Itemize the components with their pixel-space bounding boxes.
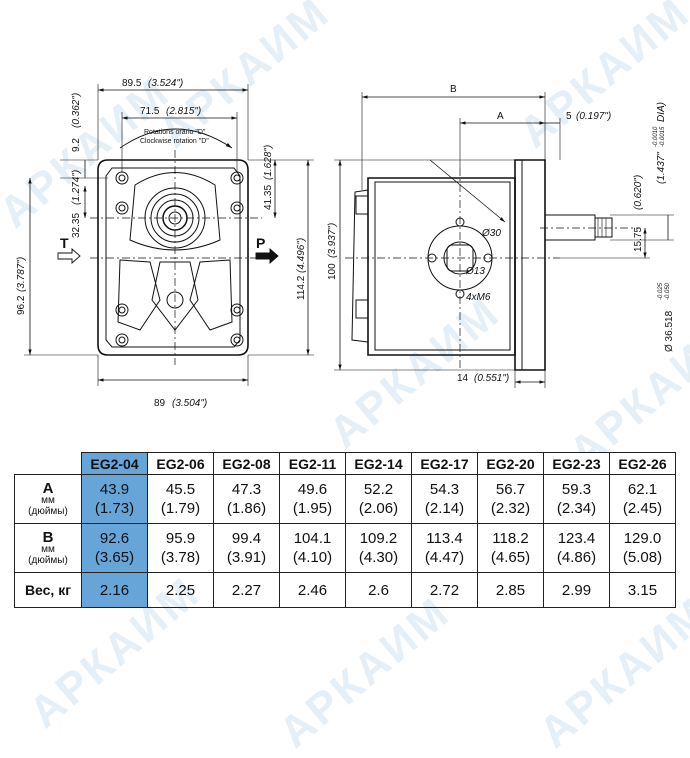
dim-width-overall-in: (3.524") — [148, 78, 183, 89]
dim-a: A — [497, 111, 504, 122]
front-view — [24, 84, 314, 386]
table-cell: 2.27 — [213, 572, 280, 608]
dim-base-width: 89 — [154, 398, 166, 409]
dim-base-in: (0.551") — [474, 373, 509, 384]
table-cell: 45.5(1.79) — [147, 474, 214, 524]
row-b-unit-inch: (дюймы) — [28, 554, 68, 566]
table-cell: 104.1(4.10) — [279, 523, 346, 573]
port-dia-label: Ø30 — [481, 228, 501, 239]
side-view — [334, 92, 674, 388]
model-header: EG2-17 — [411, 452, 478, 475]
table-cell: 47.3(1.86) — [213, 474, 280, 524]
rotation-label-en: Clockwise rotation "D" — [140, 138, 209, 145]
row-b-header: B мм (дюймы) — [14, 523, 82, 573]
table-cell: 49.6(1.95) — [279, 474, 346, 524]
model-header: EG2-08 — [213, 452, 280, 475]
dim-flange-in: (0.197") — [576, 111, 611, 122]
table-cell: 129.0(5.08) — [609, 523, 676, 573]
dim-port-height-in: (1.274") — [71, 170, 82, 205]
table-cell: 2.6 — [345, 572, 412, 608]
row-a-unit-mm: мм — [41, 494, 55, 506]
dim-b: B — [450, 84, 457, 95]
row-b-unit-mm: мм — [41, 543, 55, 555]
table-cell: 3.15 — [609, 572, 676, 608]
table-cell: 99.4(3.91) — [213, 523, 280, 573]
dim-shaft-off-in: (0.620") — [633, 175, 644, 210]
table-cell: 56.7(2.32) — [477, 474, 544, 524]
dim-shaft-tol-lower: -0.050 — [665, 282, 671, 300]
port-inner-label: Ø13 — [465, 266, 485, 277]
dim-height: 100 — [327, 263, 338, 280]
dim-right-offset-in: (1.628") — [263, 145, 274, 180]
model-header: EG2-23 — [543, 452, 610, 475]
dim-bolt-span: 71.5 — [140, 106, 160, 117]
port-t-label: T — [60, 235, 69, 251]
model-header: EG2-06 — [147, 452, 214, 475]
table-cell: 52.2(2.06) — [345, 474, 412, 524]
dim-port-height: 32.35 — [71, 213, 82, 238]
dim-right-height-in: (4.496") — [296, 238, 307, 273]
table-cell: 92.6(3.65) — [81, 523, 148, 573]
row-a-header: A мм (дюймы) — [14, 474, 82, 524]
watermark-text: АРКАИМ — [270, 587, 460, 758]
table-cell: 59.3(2.34) — [543, 474, 610, 524]
table-cell: 2.99 — [543, 572, 610, 608]
table-header-row: EG2-04 EG2-06 EG2-08 EG2-11 EG2-14 EG2-1… — [14, 452, 676, 475]
table-row-weight: Вес, кг 2.16 2.25 2.27 2.46 2.6 2.72 2.8… — [14, 572, 676, 608]
dim-right-height: 114.2 — [296, 275, 307, 300]
dim-top-offset-in: (0.362") — [71, 93, 82, 128]
dim-shaft-tol-lower-in: -0.0015 — [660, 126, 666, 147]
table-row-b: B мм (дюймы) 92.6(3.65) 95.9(3.78) 99.4(… — [14, 523, 676, 573]
dim-shaft-dia-in: (1.437" — [656, 152, 667, 184]
dim-shaft-tol-upper: -0.025 — [658, 282, 664, 300]
row-b-label: B — [42, 528, 54, 546]
table-cell: 95.9(3.78) — [147, 523, 214, 573]
model-header: EG2-20 — [477, 452, 544, 475]
technical-drawing: 89.5 (3.524") 71.5 (2.815") Rotations or… — [16, 78, 675, 409]
table-cell: 2.46 — [279, 572, 346, 608]
dim-flange: 5 — [566, 111, 572, 122]
bolts-label: 4xM6 — [466, 292, 491, 303]
model-header: EG2-14 — [345, 452, 412, 475]
row-a-label: A — [42, 479, 54, 497]
dim-bolt-span-in: (2.815") — [166, 106, 201, 117]
watermark-text: АРКАИМ — [530, 587, 690, 758]
dim-left-height-in: (3.787") — [16, 257, 27, 292]
dim-shaft-off: 15.75 — [633, 227, 644, 252]
table-cell: 113.4(4.47) — [411, 523, 478, 573]
table-cell: 2.25 — [147, 572, 214, 608]
row-weight-header: Вес, кг — [14, 572, 82, 608]
table-cell: 123.4(4.86) — [543, 523, 610, 573]
table-cell: 43.9(1.73) — [81, 474, 148, 524]
dim-width-overall: 89.5 — [122, 78, 142, 89]
table-cell: 2.72 — [411, 572, 478, 608]
dim-top-offset: 9.2 — [71, 138, 82, 152]
table-cell: 109.2(4.30) — [345, 523, 412, 573]
table-cell: 54.3(2.14) — [411, 474, 478, 524]
dim-shaft-dia-in-suffix: DIA) — [656, 102, 667, 122]
row-a-unit-inch: (дюймы) — [28, 505, 68, 517]
dim-shaft-tol-upper-in: -0.0010 — [653, 126, 659, 147]
port-p-label: P — [256, 235, 265, 251]
table-row-a: A мм (дюймы) 43.9(1.73) 45.5(1.79) 47.3(… — [14, 474, 676, 524]
spec-table: EG2-04 EG2-06 EG2-08 EG2-11 EG2-14 EG2-1… — [14, 452, 676, 608]
dim-right-offset: 41.35 — [263, 185, 274, 210]
dim-shaft-dia: Ø 36.518 — [664, 310, 675, 352]
rotation-label-it: Rotations orario "D" — [144, 129, 206, 136]
model-header: EG2-11 — [279, 452, 346, 475]
table-cell: 62.1(2.45) — [609, 474, 676, 524]
table-cell: 2.85 — [477, 572, 544, 608]
model-header: EG2-04 — [81, 452, 148, 475]
dim-left-height: 96.2 — [16, 295, 27, 315]
dim-height-in: (3.937") — [327, 223, 338, 258]
model-header: EG2-26 — [609, 452, 676, 475]
table-cell: 118.2(4.65) — [477, 523, 544, 573]
table-corner-cell — [14, 452, 82, 475]
table-cell: 2.16 — [81, 572, 148, 608]
dim-base-width-in: (3.504") — [172, 398, 207, 409]
dim-base: 14 — [457, 373, 469, 384]
